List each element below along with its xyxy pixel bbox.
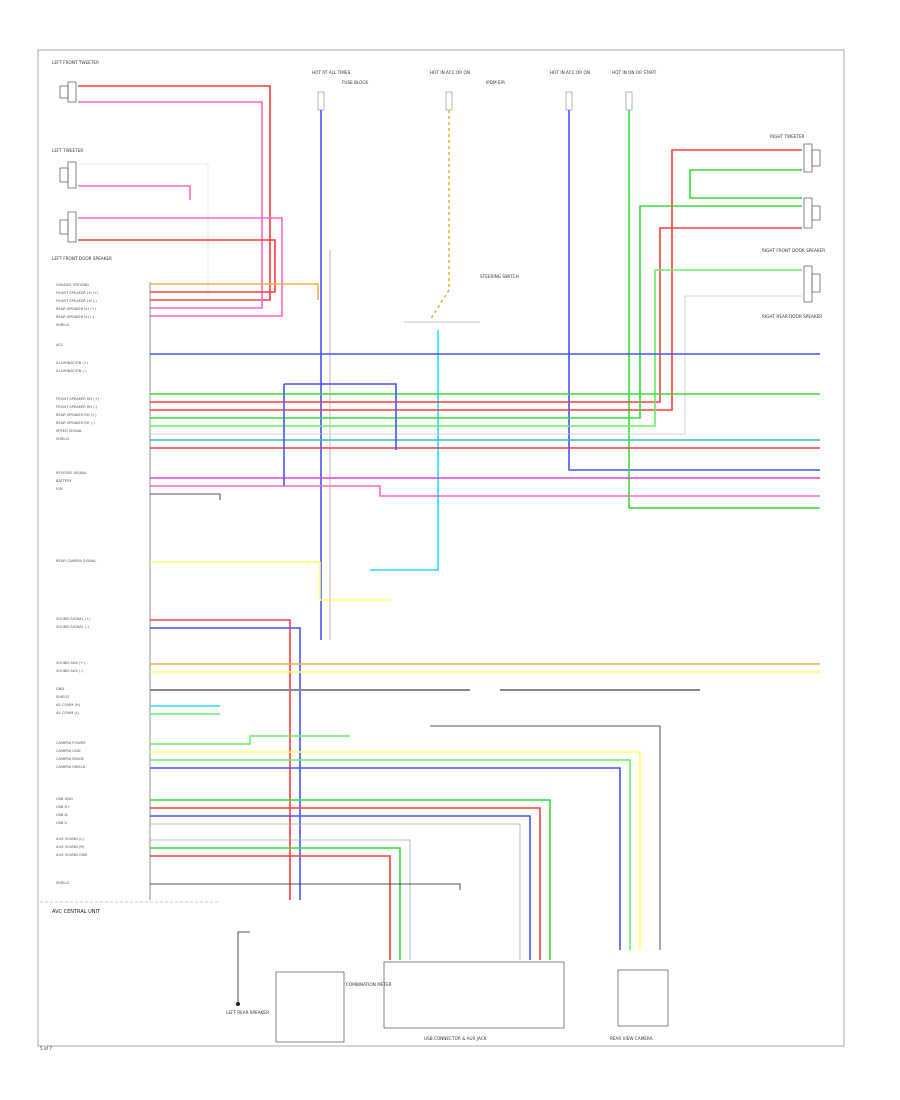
pin-label: CAMERA POWER [56,741,86,745]
avc-central-unit-label: AVC CENTRAL UNIT [52,909,101,915]
left-front-tweeter: LEFT FRONT TWEETER [52,60,99,103]
pin-label: REAR CAMERA SIGNAL [56,559,96,563]
pin-label: REVERSE SIGNAL [56,471,87,475]
pin-label: ILLUMINATION (+) [56,361,89,365]
pin-label: ILLUMINATION (-) [56,369,87,373]
pin-label: CAMERA SHIELD [56,765,86,769]
pin-label: AUX SOUND (L) [56,837,84,841]
combination-meter: COMBINATION METER [275,971,392,1043]
pin-label: SHIELD [56,695,69,699]
pin-label: CAMERA GND [56,749,81,753]
left-tweeter-label: LEFT TWEETER [52,148,83,153]
pin-label: SOUND AUX (+) [56,661,85,665]
right-front-door-speaker-label: RIGHT FRONT DOOR SPEAKER [762,248,825,253]
hot-label-1: HOT AT ALL TIMES [312,70,351,75]
pin-label: REAR SPEAKER LH (+) [56,307,97,311]
left-tweeter: LEFT TWEETER [52,148,83,189]
pin-label: AV COMM (L) [56,711,80,715]
pin-label: USB D+ [56,805,70,809]
page-indicator: 5 of 7 [40,1046,52,1051]
pin-label: FRONT SPEAKER LH (-) [56,299,97,303]
pin-label: AUX SOUND GND [56,853,88,857]
pin-label: USB D- [56,813,69,817]
pin-label: SHIELD [56,323,69,327]
fuse-block-label: FUSE BLOCK [342,80,368,85]
camera-wires [150,725,661,950]
avc-pin-column: CHASSIS GROUND FRONT SPEAKER LH (+) FRON… [40,282,220,915]
pin-label: FRONT SPEAKER RH (+) [56,397,100,401]
pin-label: BATTERY [56,479,73,483]
rear-view-camera: REAR VIEW CAMERA [610,969,669,1041]
diagram-frame [37,49,845,1047]
hot-label-3: HOT IN ACC OR ON [550,70,590,75]
pin-label: FRONT SPEAKER RH (-) [56,405,98,409]
right-rear-door-speaker: RIGHT REAR DOOR SPEAKER [762,265,822,319]
pin-label: SHIELD [56,437,69,441]
left-front-door-speaker-label: LEFT FRONT DOOR SPEAKER [52,256,112,261]
left-rear-speaker: LEFT REAR SPEAKER [226,931,269,1015]
pin-label: SOUND SIGNAL (-) [56,625,89,629]
fuse-group: HOT AT ALL TIMES HOT IN ACC OR ON HOT IN… [312,70,657,111]
avc-bus-wires [150,283,820,500]
pin-label: SPEED SIGNAL [56,429,82,433]
usb-wires [150,799,551,960]
usb-connector: USB CONNECTOR & AUX JACK [383,961,565,1041]
hot-label-4: HOT IN ON OR START [612,70,657,75]
pin-label: SOUND AUX (-) [56,669,84,673]
pin-label: USB V [56,821,68,825]
steering-switch: STEERING SWITCH [404,274,519,323]
steering-switch-label: STEERING SWITCH [480,274,519,279]
hot-label-2: HOT IN ACC OR ON [430,70,470,75]
pin-label: GND [56,687,64,691]
rear-view-camera-label: REAR VIEW CAMERA [610,1036,653,1041]
pin-label: AUX SOUND (R) [56,845,85,849]
pin-label: FRONT SPEAKER LH (+) [56,291,99,295]
usb-connector-label: USB CONNECTOR & AUX JACK [424,1036,487,1041]
pin-label: REAR SPEAKER RH (+) [56,413,97,417]
left-rear-speaker-label: LEFT REAR SPEAKER [226,1010,269,1015]
pin-label: IGN [56,487,63,491]
ipdm-label: IPDM E/R [486,80,505,85]
right-tweeter-label: RIGHT TWEETER [770,134,805,139]
pin-label: CAMERA IMAGE [56,757,85,761]
signal-wires [150,561,820,900]
right-front-door-speaker: RIGHT FRONT DOOR SPEAKER [762,197,825,253]
power-wires [320,110,820,640]
combination-meter-label: COMBINATION METER [346,982,392,987]
pin-label: SHIELD [56,881,69,885]
right-rear-door-speaker-label: RIGHT REAR DOOR SPEAKER [762,314,822,319]
right-speaker-wires [150,149,802,435]
right-tweeter: RIGHT TWEETER [770,134,821,173]
left-speaker-wires [78,85,283,317]
pin-label: ACC [56,343,64,347]
pin-label: CHASSIS GROUND [56,283,89,287]
pin-label: REAR SPEAKER RH (-) [56,421,95,425]
left-front-door-speaker: LEFT FRONT DOOR SPEAKER [52,211,112,261]
pin-label: SOUND SIGNAL (+) [56,617,91,621]
pin-label: REAR SPEAKER LH (-) [56,315,95,319]
pin-label: AV COMM (H) [56,703,81,707]
pin-label: USB GND [56,797,73,801]
left-front-tweeter-label: LEFT FRONT TWEETER [52,60,99,65]
